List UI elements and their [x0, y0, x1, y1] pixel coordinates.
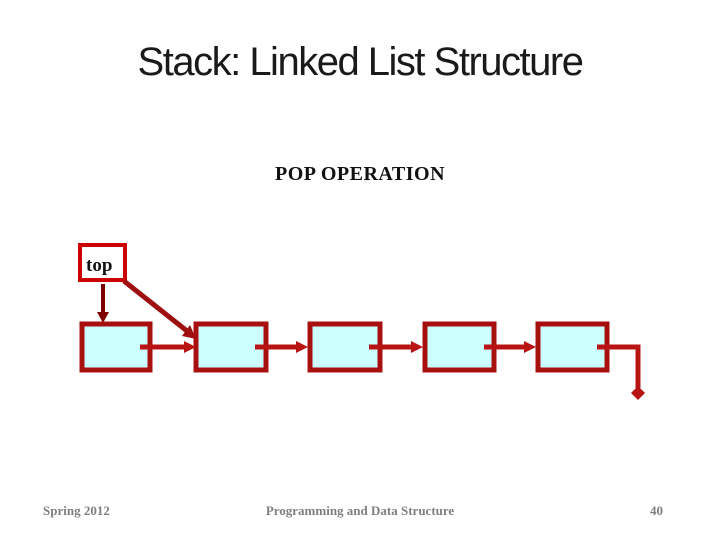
link-node4-node5-arrowhead: [524, 341, 536, 353]
list-node-5: [535, 321, 610, 373]
top-to-node1-arrowhead: [97, 312, 109, 323]
link-node3-node4-arrowhead: [411, 341, 423, 353]
null-terminator-diamond: [631, 386, 645, 400]
list-node-3: [307, 321, 383, 373]
slide-title: Stack: Linked List Structure: [137, 40, 584, 84]
list-node-2: [193, 321, 269, 373]
slide-footer: Spring 2012 Programming and Data Structu…: [0, 503, 720, 525]
slide-subtitle: POP OPERATION: [274, 163, 446, 185]
footer-page-number: 40: [650, 503, 663, 518]
link-node2-node3-arrowhead: [296, 341, 308, 353]
top-pointer-box: [78, 243, 127, 282]
pop-diagonal-arrow: [122, 279, 189, 333]
top-pointer-label: top: [86, 255, 112, 276]
pop-diagonal-arrowhead: [182, 325, 196, 339]
list-node-4: [422, 321, 497, 373]
link-node5-null: [597, 344, 641, 388]
footer-date: Spring 2012: [43, 503, 110, 518]
list-node-1: [79, 321, 153, 373]
footer-course: Programming and Data Structure: [265, 503, 455, 518]
link-node1-node2-arrowhead: [184, 341, 196, 353]
